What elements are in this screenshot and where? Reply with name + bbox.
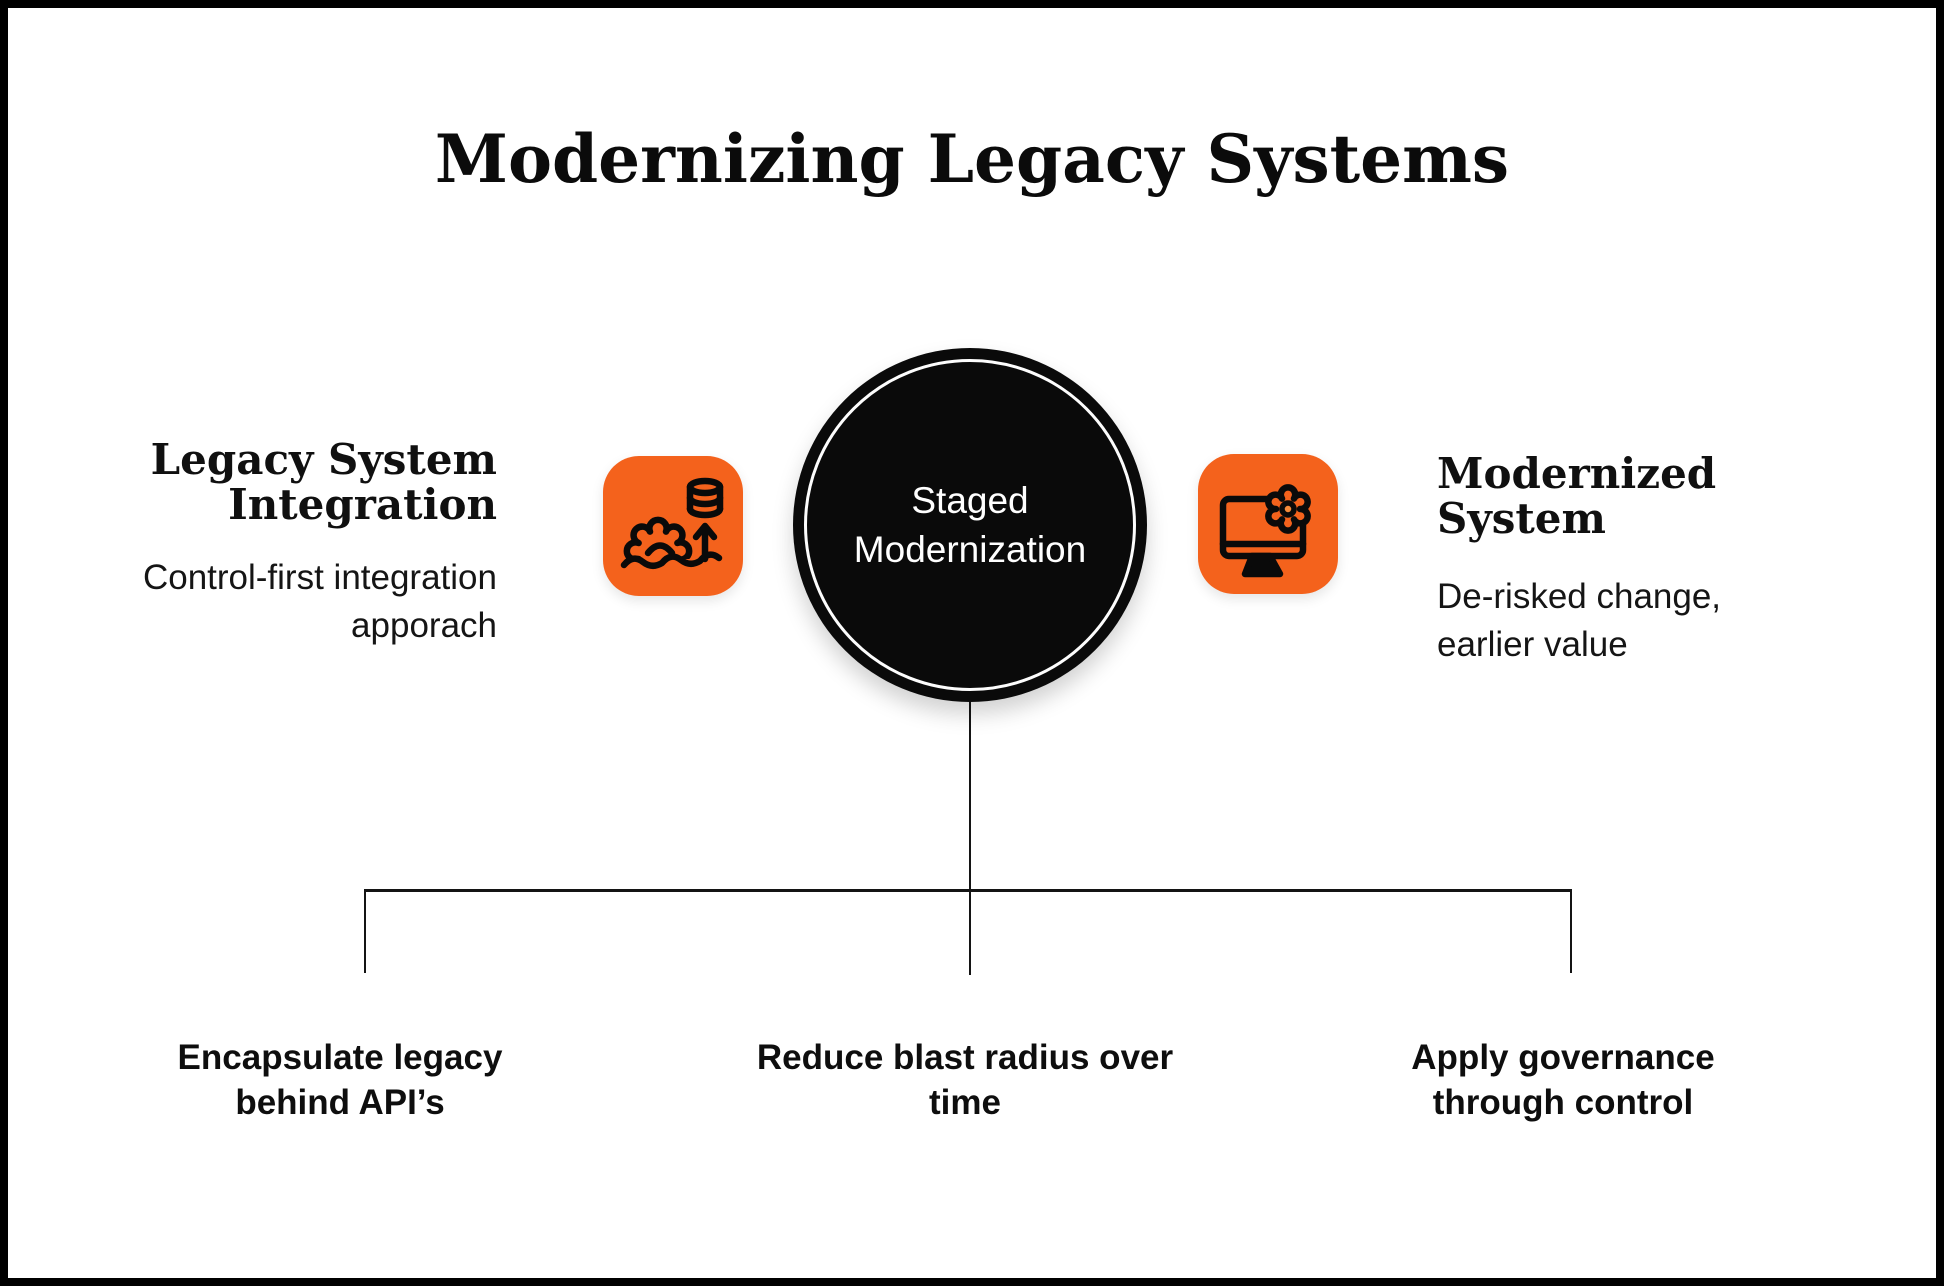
heading-line: System [1437, 494, 1606, 543]
branch-label-encapsulate: Encapsulate legacy behind API’s [100, 1035, 580, 1125]
legacy-system-description: Control-first integration apporach [37, 554, 497, 650]
monitor-stand [1241, 552, 1284, 578]
legacy-system-heading: Legacy System Integration [37, 437, 497, 527]
modernized-system-description: De-risked change, earlier value [1437, 573, 1877, 669]
branch-line: behind API’s [235, 1083, 445, 1122]
legacy-migration-icon-tile [603, 456, 743, 596]
arrow-head [692, 522, 718, 541]
heading-line: Integration [228, 480, 497, 529]
branch-line: through control [1432, 1083, 1694, 1122]
wave [620, 551, 723, 569]
modernized-system-heading: Modernized System [1437, 451, 1877, 541]
database-mid-ring [686, 494, 724, 508]
center-label-line: Modernization [853, 529, 1087, 570]
staged-modernization-node: Staged Modernization [793, 348, 1147, 702]
branch-line: time [929, 1083, 1001, 1122]
database-bottom-ring [686, 505, 724, 519]
connector-horizontal [364, 889, 1572, 892]
inner-ring [804, 359, 1136, 691]
center-node-label: Staged Modernization [854, 476, 1086, 574]
gear-hub-arc [644, 542, 676, 557]
body-line: apporach [351, 606, 497, 645]
gear-sinking-data-migration-icon [620, 477, 724, 569]
database-top [686, 477, 724, 497]
gear-flower-hole [1279, 500, 1297, 518]
heading-line: Legacy System [150, 435, 497, 484]
branch-line: Encapsulate legacy [177, 1038, 503, 1077]
body-line: Control-first integration [142, 558, 497, 597]
center-label-line: Staged [911, 480, 1029, 521]
heading-line: Modernized [1437, 449, 1717, 498]
body-line: earlier value [1437, 625, 1628, 664]
branch-label-blast-radius: Reduce blast radius over time [725, 1035, 1205, 1125]
branch-line: Reduce blast radius over [756, 1038, 1174, 1077]
branch-line: Apply governance [1411, 1038, 1715, 1077]
page-title: Modernizing Legacy Systems [434, 120, 1510, 198]
body-line: De-risked change, [1437, 577, 1722, 616]
connector-right-drop [1570, 890, 1572, 973]
connector-center-vertical [969, 690, 971, 975]
gear-outline [623, 516, 693, 559]
branch-label-governance: Apply governance through control [1323, 1035, 1803, 1125]
connector-left-drop [364, 890, 366, 973]
monitor-with-gear-icon [1219, 484, 1311, 578]
modernized-icon-tile [1198, 454, 1338, 594]
